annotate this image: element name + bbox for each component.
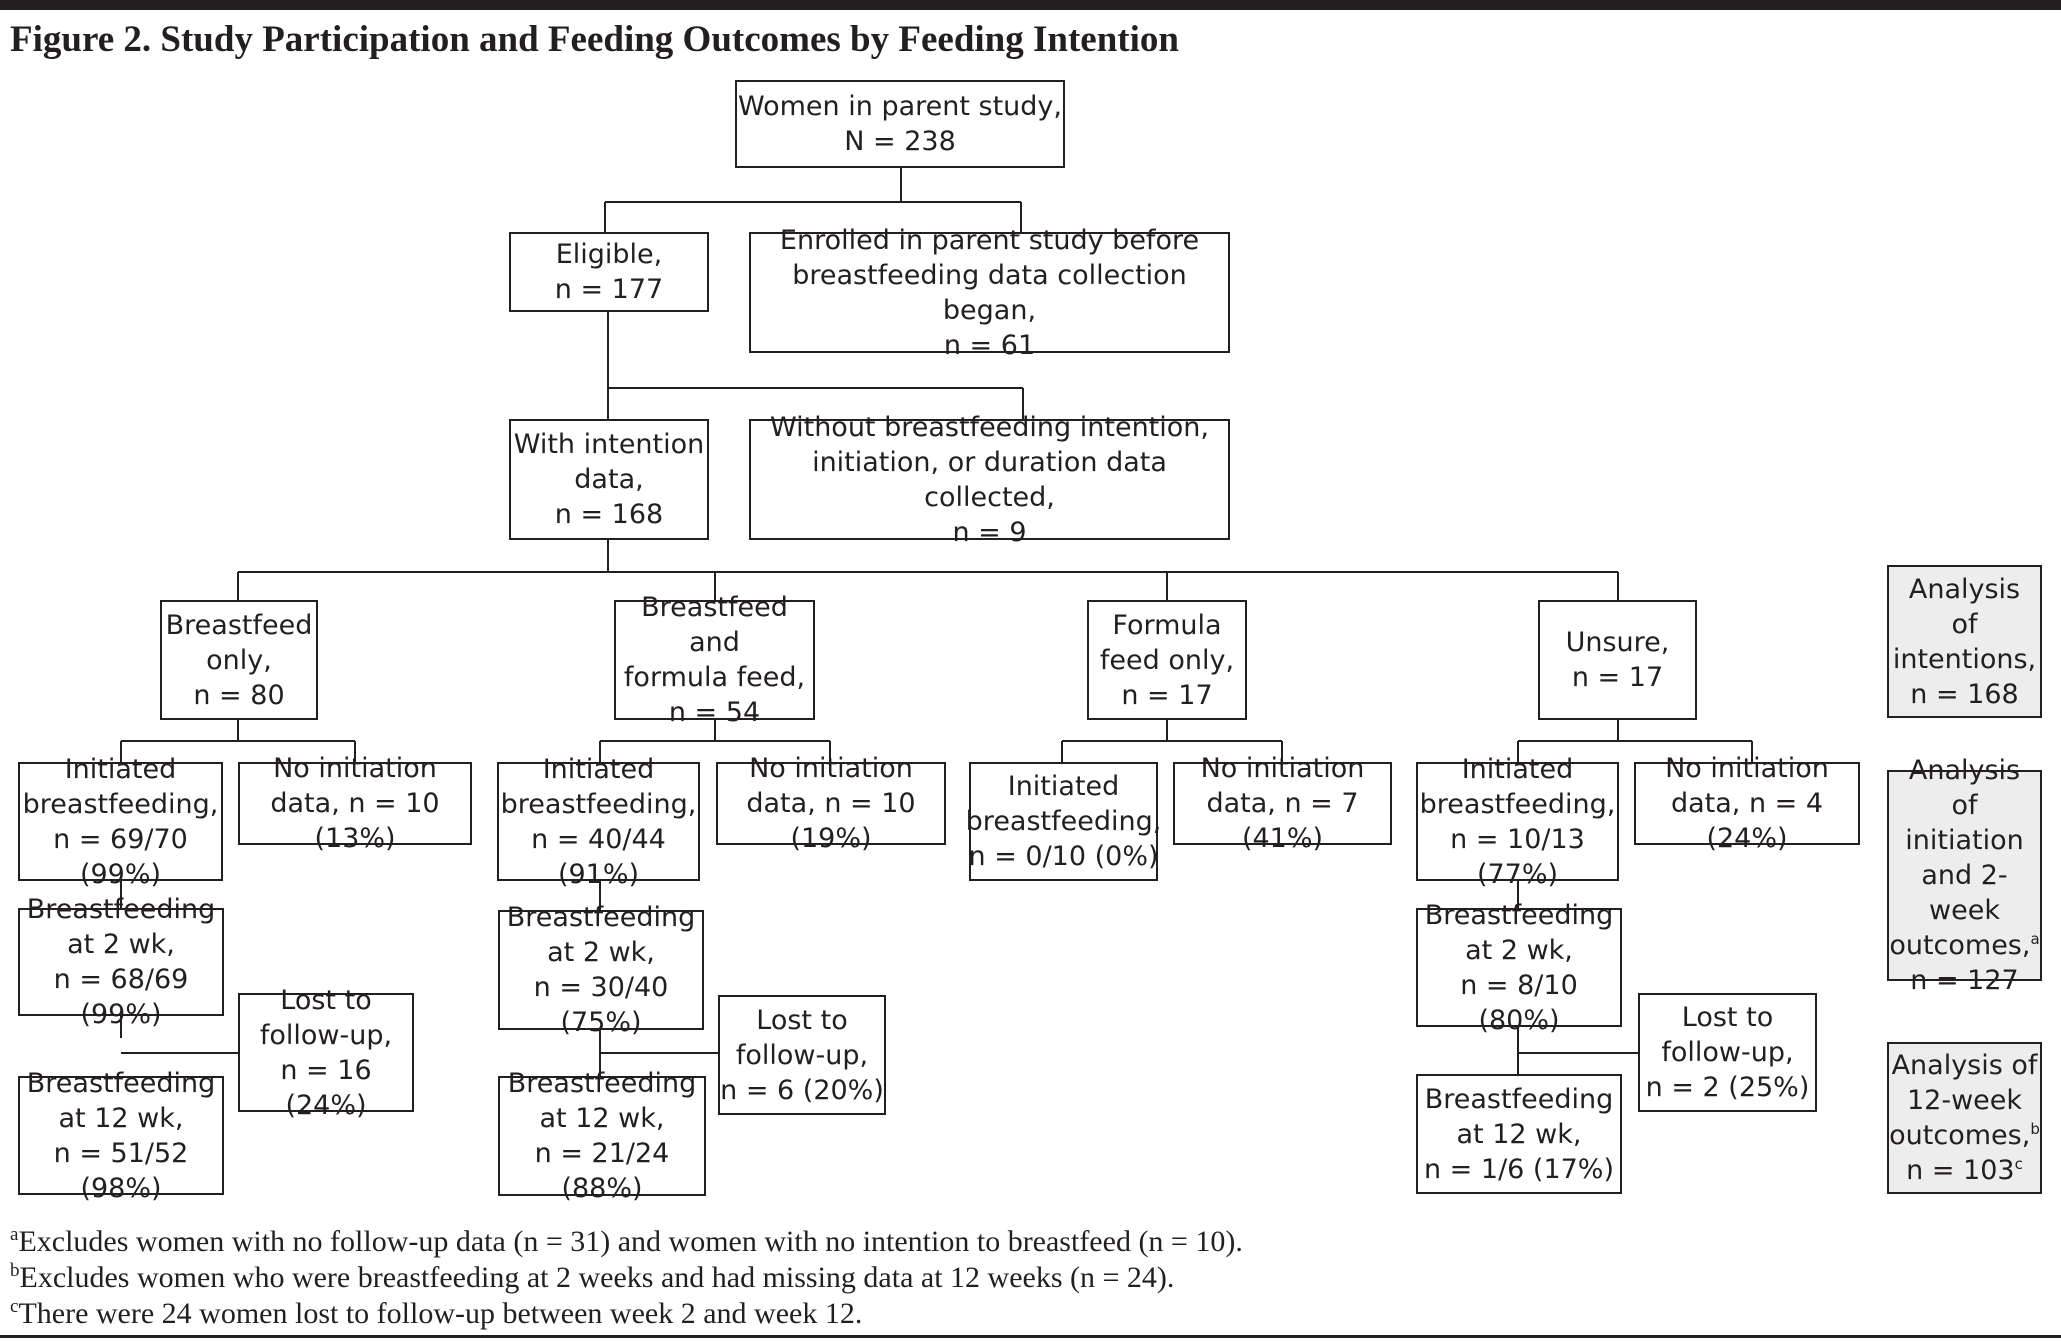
box-formula-only: Formula feed only, n = 17 — [1087, 600, 1247, 720]
connector-bf-formula — [599, 718, 831, 1078]
box-formula-initiated: Initiated breastfeeding, n = 0/10 (0%) — [966, 762, 1161, 881]
box-breastfeed-only: Breastfeed only, n = 80 — [160, 600, 318, 720]
connector-eligible — [607, 310, 1024, 421]
connector-intention — [237, 538, 1619, 602]
box-unsure-12wk: Breastfeeding at 12 wk, n = 1/6 (17%) — [1416, 1074, 1622, 1194]
box-without-data: Without breastfeeding intention, initiat… — [749, 412, 1230, 548]
footnote-marker-b: b — [2030, 1120, 2040, 1138]
footnote-c-text: There were 24 women lost to follow-up be… — [18, 1297, 863, 1330]
box-formula-no-initiation: No initiation data, n = 7 (41%) — [1173, 753, 1392, 854]
analysis-12wk-body: Analysis of 12-week outcomes, — [1889, 1050, 2038, 1151]
top-rule — [0, 0, 2061, 10]
box-analysis-12wk: Analysis of 12-week outcomes,b n = 103c — [1887, 1042, 2042, 1194]
connector-parent — [604, 166, 1022, 234]
figure-title: Figure 2. Study Participation and Feedin… — [10, 19, 1179, 60]
footnote-b-marker: b — [10, 1260, 20, 1281]
analysis-initiation-n: n = 127 — [1910, 965, 2019, 996]
box-bf-only-no-initiation: No initiation data, n = 10 (13%) — [238, 753, 472, 854]
footnote-c-marker: c — [10, 1296, 19, 1317]
analysis-12wk-text: Analysis of 12-week outcomes,b n = 103c — [1889, 1048, 2040, 1188]
analysis-initiation-body: Analysis of initiation and 2-week outcom… — [1889, 755, 2031, 961]
box-bf-only-2wk: Breastfeeding at 2 wk, n = 68/69 (99%) — [18, 894, 224, 1030]
footnote-a-marker: a — [10, 1224, 19, 1245]
box-bf-formula-initiated: Initiated breastfeeding, n = 40/44 (91%) — [497, 754, 700, 890]
connector-unsure — [1517, 718, 1753, 1076]
box-bf-formula-no-initiation: No initiation data, n = 10 (19%) — [716, 753, 946, 854]
analysis-12wk-n: n = 103 — [1906, 1155, 2015, 1186]
box-bf-formula-2wk: Breastfeeding at 2 wk, n = 30/40 (75%) — [498, 902, 704, 1038]
footnote-a: aExcludes women with no follow-up data (… — [10, 1225, 1243, 1259]
footnote-a-text: Excludes women with no follow-up data (n… — [18, 1225, 1243, 1258]
footnote-b-text: Excludes women who were breastfeeding at… — [19, 1261, 1175, 1294]
box-unsure-lost: Lost to follow-up, n = 2 (25%) — [1638, 993, 1817, 1112]
box-eligible: Eligible, n = 177 — [509, 232, 709, 312]
footnote-marker-a: a — [2030, 930, 2040, 948]
footnote-b: bExcludes women who were breastfeeding a… — [10, 1261, 1174, 1295]
box-bf-only-12wk: Breastfeeding at 12 wk, n = 51/52 (98%) — [18, 1068, 224, 1204]
box-bf-only-initiated: Initiated breastfeeding, n = 69/70 (99%) — [18, 754, 223, 890]
box-unsure-no-initiation: No initiation data, n = 4 (24%) — [1634, 753, 1860, 854]
box-analysis-initiation: Analysis of initiation and 2-week outcom… — [1887, 755, 2042, 996]
box-women-parent-study: Women in parent study, N = 238 — [735, 80, 1065, 168]
footnote-c: cThere were 24 women lost to follow-up b… — [10, 1297, 862, 1331]
box-bf-formula-lost: Lost to follow-up, n = 6 (20%) — [718, 995, 886, 1115]
box-analysis-intentions: Analysis of intentions, n = 168 — [1887, 565, 2042, 718]
box-bf-formula-12wk: Breastfeeding at 12 wk, n = 21/24 (88%) — [498, 1068, 706, 1204]
box-unsure: Unsure, n = 17 — [1538, 600, 1697, 720]
connector-bf-only — [120, 718, 356, 1054]
bottom-rule — [0, 1335, 2061, 1338]
footnote-marker-c: c — [2014, 1155, 2023, 1173]
box-unsure-initiated: Initiated breastfeeding, n = 10/13 (77%) — [1416, 754, 1619, 890]
connector-formula — [1061, 718, 1283, 764]
box-with-intention-data: With intention data, n = 168 — [509, 419, 709, 540]
box-unsure-2wk: Breastfeeding at 2 wk, n = 8/10 (80%) — [1416, 900, 1622, 1036]
box-enrolled-before: Enrolled in parent study before breastfe… — [749, 225, 1230, 361]
box-bf-only-lost: Lost to follow-up, n = 16 (24%) — [238, 985, 414, 1121]
analysis-initiation-text: Analysis of initiation and 2-week outcom… — [1889, 753, 2040, 998]
box-breastfeed-and-formula: Breastfeed and formula feed, n = 54 — [614, 592, 815, 728]
